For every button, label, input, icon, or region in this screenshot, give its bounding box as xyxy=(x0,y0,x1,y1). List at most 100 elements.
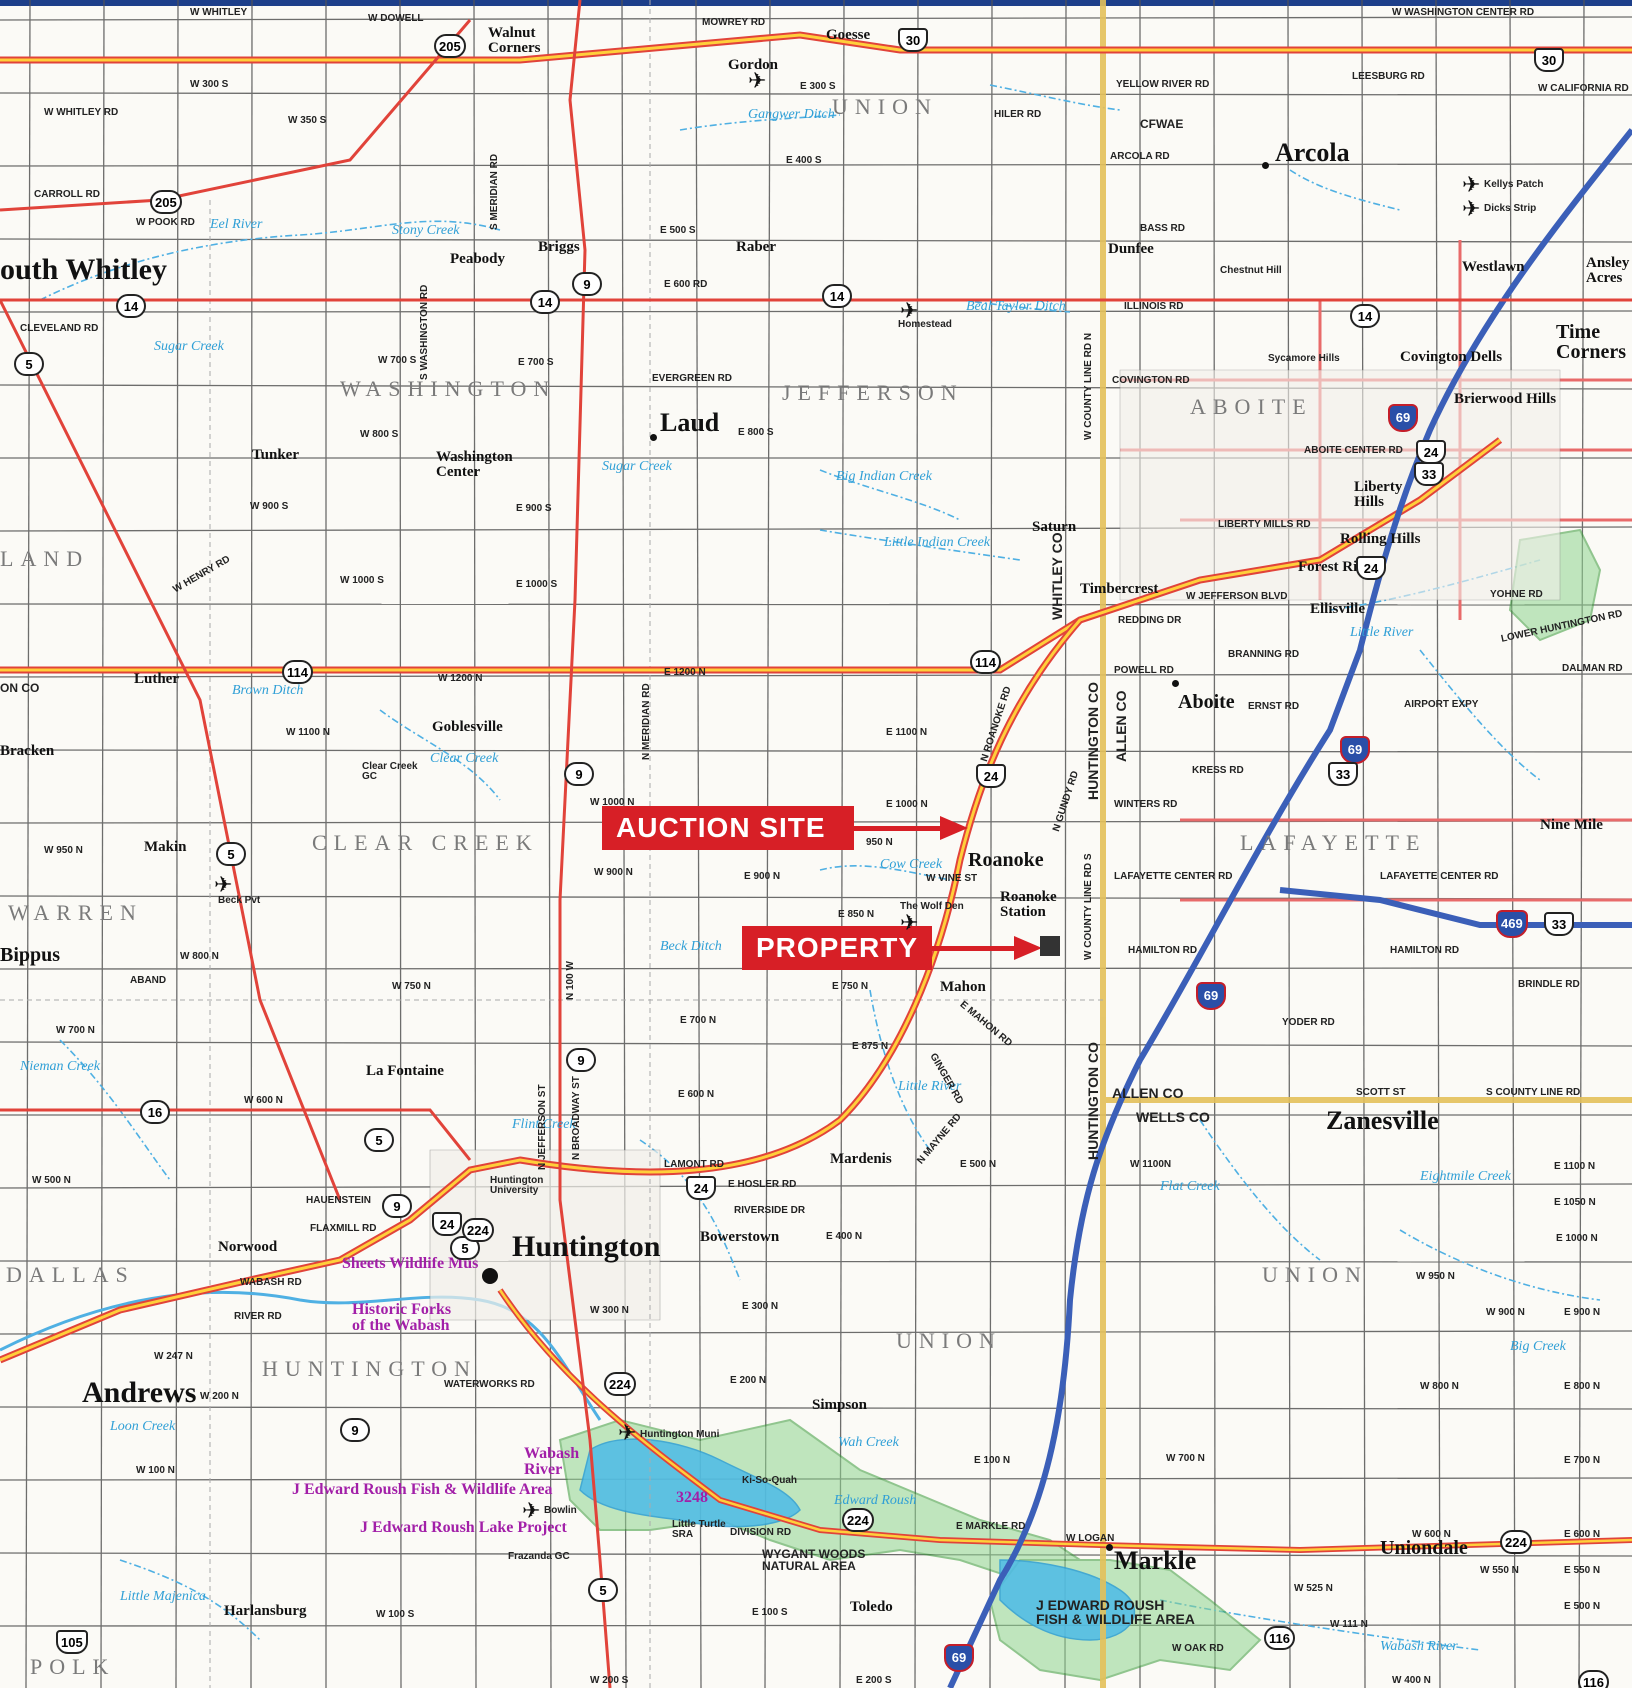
town-dunfee: Dunfee xyxy=(1108,241,1154,257)
airport-icon-gordon: ✈ xyxy=(748,68,767,93)
road-e-600-rd: E 600 RD xyxy=(664,279,708,290)
road-aboite-center-rd: ABOITE CENTER RD xyxy=(1304,445,1403,456)
road-waterworks-rd: WATERWORKS RD xyxy=(444,1379,535,1390)
auction-site-arrow xyxy=(852,826,944,831)
road-hamilton-rd-east: HAMILTON RD xyxy=(1390,945,1460,956)
road-w-800-n: W 800 N xyxy=(180,951,219,962)
road-hauenstein: HAUENSTEIN xyxy=(306,1195,372,1206)
clear-creek-gc-label: Clear Creek GC xyxy=(362,761,418,782)
town-marker-laud xyxy=(650,434,657,441)
road-e-550-n: E 550 N xyxy=(1564,1565,1601,1576)
town-time-corners: Time Corners xyxy=(1556,321,1626,363)
road-scott-st: SCOTT ST xyxy=(1356,1087,1406,1098)
town-bippus: Bippus xyxy=(0,944,61,966)
road-aband: ABAND xyxy=(130,975,167,986)
road-e-850-n: E 850 N xyxy=(838,909,875,920)
county-road-horizontal xyxy=(0,1624,1632,1627)
town-bowerstown: Bowerstown xyxy=(700,1229,780,1245)
water-brown-ditch: Brown Ditch xyxy=(232,683,304,698)
road-cfwae: CFWAE xyxy=(1140,117,1184,131)
town-roanoke: Roanoke xyxy=(968,849,1044,871)
road-powell-rd: POWELL RD xyxy=(1114,665,1174,676)
county-road-horizontal xyxy=(0,603,1632,606)
water-little-river-south: Little River xyxy=(898,1079,962,1094)
road-950-n: 950 N xyxy=(866,837,893,848)
county-road-horizontal xyxy=(0,310,1632,313)
road-w-county-line-rd-n: W COUNTY LINE RD N xyxy=(1083,332,1094,440)
county-road-vertical xyxy=(1509,0,1516,1688)
road-w-100-n: W 100 N xyxy=(136,1465,175,1476)
route-shield-205-north: 205 xyxy=(434,34,466,58)
road-evergreen-rd: EVERGREEN RD xyxy=(652,373,733,384)
road-e-800-n-east: E 800 N xyxy=(1564,1381,1601,1392)
road-yohne-rd: YOHNE RD xyxy=(1490,589,1543,600)
town-markle: Markle xyxy=(1114,1546,1197,1575)
town-tunker: Tunker xyxy=(252,447,299,463)
road-liberty-mills-rd: LIBERTY MILLS RD xyxy=(1218,519,1311,530)
town-covington-dells: Covington Dells xyxy=(1400,349,1503,365)
airport-icon-bowlin: ✈ xyxy=(522,1498,541,1523)
route-shield-9-southwest: 9 xyxy=(340,1418,370,1442)
road-cleveland-rd: CLEVELAND RD xyxy=(20,323,99,334)
poi-wabash-river[interactable]: Wabash River xyxy=(524,1445,580,1478)
road-w-dowell: W DOWELL xyxy=(368,13,424,24)
water-loon-creek: Loon Creek xyxy=(110,1419,176,1434)
huntington-muni-label: Huntington Muni xyxy=(640,1429,720,1440)
road-e-500-n-east: E 500 N xyxy=(1564,1601,1601,1612)
road-w-1200-n: W 1200 N xyxy=(438,673,483,684)
chestnut-hill-label: Chestnut Hill xyxy=(1220,265,1282,276)
route-shield-5-south: 5 xyxy=(588,1578,618,1602)
town-marker-huntington xyxy=(482,1268,498,1284)
sycamore-hills-label: Sycamore Hills xyxy=(1268,353,1340,364)
poi-roush-lake-project[interactable]: J Edward Roush Lake Project xyxy=(360,1519,567,1536)
water-beal-taylor-ditch: Beal Taylor Ditch xyxy=(966,299,1066,314)
road-e-600-n-east: E 600 N xyxy=(1564,1529,1601,1540)
road-e-1100-n-east: E 1100 N xyxy=(1554,1161,1596,1172)
road-e-1050-n: E 1050 N xyxy=(1554,1197,1596,1208)
wabash-river xyxy=(0,1290,602,1421)
poi-roush-fish-wildlife[interactable]: J Edward Roush Fish & Wildlife Area xyxy=(292,1481,553,1498)
route-shield-5-northwest: 5 xyxy=(14,352,44,376)
huntington-university-label: Huntington University xyxy=(490,1175,544,1196)
dicks-strip-label: Dicks Strip xyxy=(1484,203,1537,214)
poi-3248[interactable]: 3248 xyxy=(676,1489,708,1506)
route-shield-i69-central: 69 xyxy=(1340,736,1370,764)
road-w-200-n: W 200 N xyxy=(200,1391,239,1402)
road-w-county-line-rd-s: W COUNTY LINE RD S xyxy=(1083,853,1094,960)
route-shield-224-south: 224 xyxy=(604,1372,636,1396)
water-sugar-creek-west: Sugar Creek xyxy=(154,339,224,354)
auction-site-callout: AUCTION SITE xyxy=(602,806,854,850)
road-w-525-n: W 525 N xyxy=(1294,1583,1333,1594)
road-hamilton-rd: HAMILTON RD xyxy=(1128,945,1198,956)
route-shield-116-east: 116 xyxy=(1578,1670,1609,1688)
township-union-central: UNION xyxy=(896,1328,1002,1353)
county-road-vertical xyxy=(1361,0,1366,1688)
town-marker-arcola xyxy=(1262,162,1269,169)
poi-historic-forks[interactable]: Historic Forks of the Wabash xyxy=(352,1301,452,1334)
county-road-vertical xyxy=(989,0,993,1688)
road-w-oak-rd: W OAK RD xyxy=(1172,1643,1224,1654)
town-brierwood-hills: Brierwood Hills xyxy=(1454,391,1557,407)
township-lafayette: LAFAYETTE xyxy=(1240,830,1427,855)
town-goesse: Goesse xyxy=(826,27,871,43)
road-e-1100-n: E 1100 N xyxy=(886,727,928,738)
township-aboite: ABOITE xyxy=(1190,394,1313,419)
county-road-vertical xyxy=(1435,0,1441,1688)
road-w-950-n-east: W 950 N xyxy=(1416,1271,1455,1282)
poi-sheets-wildlife-museum[interactable]: Sheets Wildlife Mus xyxy=(342,1255,479,1272)
road-w-300-n: W 300 N xyxy=(590,1305,629,1316)
county-road-horizontal xyxy=(0,163,1632,167)
route-shield-9-central: 9 xyxy=(564,762,594,786)
road-river-rd: RIVER RD xyxy=(234,1311,282,1322)
route-shield-14-west: 14 xyxy=(116,294,146,318)
township-warren: WARREN xyxy=(8,900,143,925)
town-mahon: Mahon xyxy=(940,979,986,995)
town-la-fontaine: La Fontaine xyxy=(366,1063,444,1079)
road-illinois-rd: ILLINOIS RD xyxy=(1124,301,1184,312)
beck-pvt-label: Beck Pvt xyxy=(218,895,261,906)
county-road-vertical xyxy=(1213,0,1216,1688)
water-gangwer-ditch: Gangwer Ditch xyxy=(748,107,835,122)
